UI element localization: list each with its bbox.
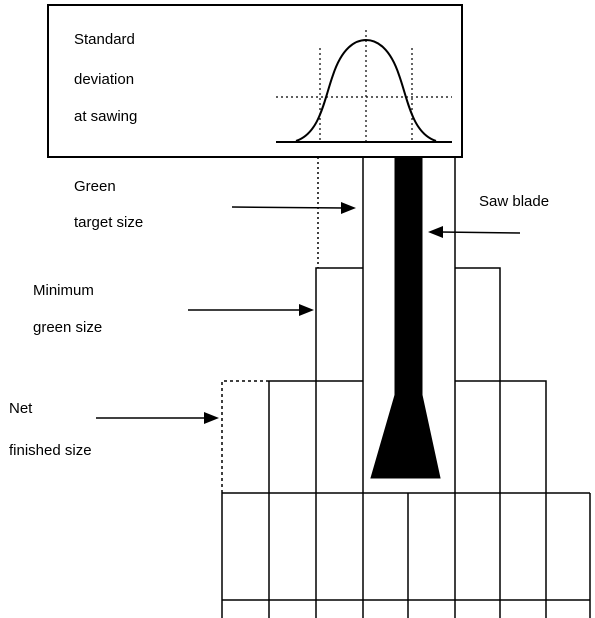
label-net-finished-size: Net finished size bbox=[9, 400, 219, 459]
saw-blade-label: Saw blade bbox=[479, 193, 549, 210]
saw-blade-shape bbox=[370, 156, 441, 479]
label-saw-blade: Saw blade bbox=[428, 193, 549, 238]
bottom-grid bbox=[221, 492, 591, 618]
green-target-label-line1: Green bbox=[74, 178, 116, 195]
net-finished-step bbox=[221, 380, 547, 493]
net-finished-dashed-corner bbox=[221, 380, 269, 493]
minimum-green-label-line2: green size bbox=[33, 319, 102, 336]
minimum-green-label-line1: Minimum bbox=[33, 282, 94, 299]
normal-distribution-curve bbox=[295, 38, 437, 142]
legend-box: Standard deviation at sawing bbox=[47, 4, 463, 158]
label-green-target-size: Green target size bbox=[74, 178, 356, 231]
label-minimum-green-size: Minimum green size bbox=[33, 282, 314, 336]
legend-line-at-sawing: at sawing bbox=[74, 108, 137, 125]
legend-box-frame bbox=[47, 4, 463, 158]
min-green-right-step bbox=[455, 267, 501, 381]
legend-line-deviation: deviation bbox=[74, 71, 134, 88]
net-finished-arrowhead bbox=[204, 412, 219, 424]
green-target-label-line2: target size bbox=[74, 214, 143, 231]
saw-blade-arrowhead bbox=[428, 226, 443, 238]
saw-kerf bbox=[362, 157, 456, 618]
green-target-arrowhead bbox=[341, 202, 356, 214]
minimum-green-step bbox=[315, 267, 501, 381]
minimum-green-arrowhead bbox=[299, 304, 314, 316]
green-target-arrow-shaft bbox=[231, 206, 345, 209]
saw-blade-arrow-shaft bbox=[439, 231, 521, 234]
net-finished-label-line1: Net bbox=[9, 400, 33, 417]
min-green-left-step bbox=[315, 267, 363, 381]
net-finished-label-line2: finished size bbox=[9, 442, 92, 459]
net-finished-right-step bbox=[455, 380, 547, 493]
legend-line-standard: Standard bbox=[74, 31, 135, 48]
